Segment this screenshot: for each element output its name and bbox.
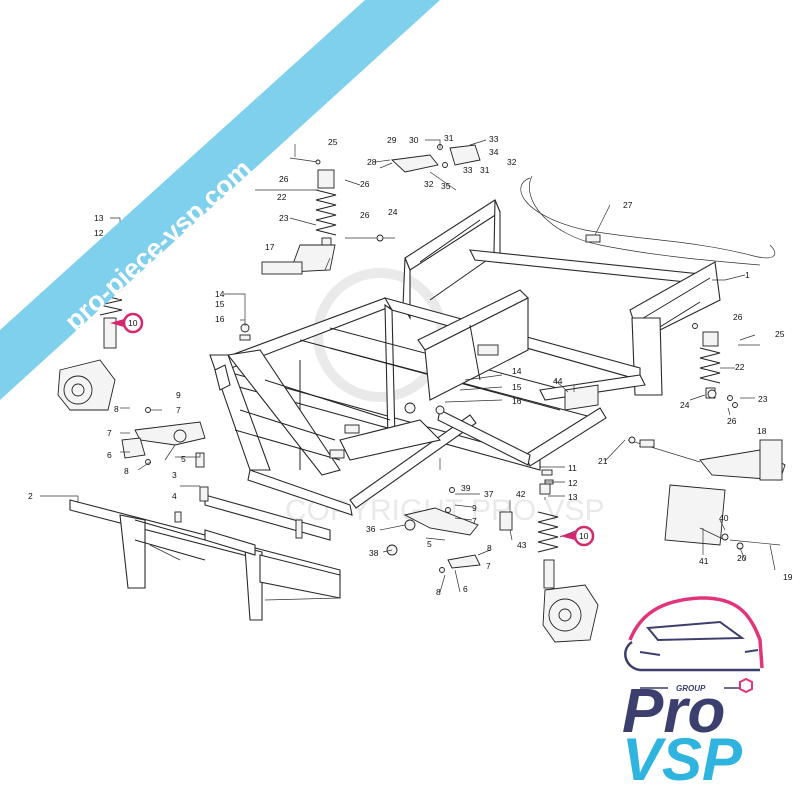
callout-11-right: 11 — [568, 463, 577, 473]
callout-35: 35 — [441, 181, 451, 191]
callout-5-left: 5 — [181, 454, 186, 464]
callout-23-left: 23 — [279, 213, 289, 223]
callout-22-right: 22 — [735, 362, 745, 372]
callout-37: 37 — [484, 489, 494, 499]
callout-25-left: 25 — [328, 137, 338, 147]
front-crossmember — [69, 499, 341, 621]
callout-8-left: 8 — [114, 404, 119, 414]
callout-4: 4 — [172, 491, 177, 501]
callout-14-left: 14 — [215, 289, 225, 299]
callout-13-left: 13 — [94, 213, 104, 223]
callout-24-left: 24 — [388, 207, 398, 217]
front-right-hub-shock — [537, 483, 599, 643]
callout-22-left: 22 — [277, 192, 287, 202]
callout-17: 17 — [265, 242, 275, 252]
callout-8-bottom: 8 — [436, 587, 441, 597]
highlight-10-left: 10 — [110, 312, 144, 334]
callout-26-a: 26 — [279, 174, 289, 184]
copyright-watermark: COPYRIGHT PRO VSP — [285, 268, 605, 527]
callout-32-right: 32 — [507, 157, 517, 167]
callout-25-right: 25 — [775, 329, 785, 339]
callout-16-left: 16 — [215, 314, 225, 324]
callout-7-low: 7 — [486, 561, 491, 571]
callout-44: 44 — [553, 376, 563, 386]
pro-vsp-logo: GROUP Pro VSP — [622, 596, 764, 793]
callout-41: 41 — [699, 556, 709, 566]
callout-6-left: 6 — [107, 450, 112, 460]
highlight-10-right: 10 — [560, 525, 595, 547]
callout-5-right: 5 — [427, 539, 432, 549]
upper-shock-absorber — [261, 157, 395, 275]
callout-3: 3 — [172, 470, 177, 480]
callout-28: 28 — [367, 157, 377, 167]
callout-24-right: 24 — [680, 400, 690, 410]
callout-9-left: 9 — [176, 390, 181, 400]
chassis-frame — [204, 199, 721, 541]
callout-8-mid: 8 — [487, 543, 492, 553]
callout-8-low: 8 — [124, 466, 129, 476]
callout-23-right: 23 — [758, 394, 768, 404]
callout-27: 27 — [623, 200, 633, 210]
callout-10-left: 10 — [128, 318, 138, 328]
rear-right-parts — [564, 384, 786, 550]
callout-26-c: 26 — [360, 210, 370, 220]
callout-29: 29 — [387, 135, 397, 145]
callout-26-d: 26 — [733, 312, 743, 322]
callout-15-left: 15 — [215, 299, 225, 309]
callout-31-top: 31 — [444, 133, 454, 143]
callout-labels: 1 2 3 4 5 5 6 6 7 7 7 7 8 8 8 8 9 9 10 1… — [28, 133, 793, 597]
logo-group-text: GROUP — [676, 684, 706, 693]
callout-13-right: 13 — [568, 492, 578, 502]
callout-26-b: 26 — [360, 179, 370, 189]
callout-32-left: 32 — [424, 179, 434, 189]
callout-19: 19 — [783, 572, 793, 582]
callout-26-e: 26 — [727, 416, 737, 426]
callout-38: 38 — [369, 548, 379, 558]
callout-33-low: 33 — [463, 165, 473, 175]
callout-6-right: 6 — [463, 584, 468, 594]
callout-12-left: 12 — [94, 228, 104, 238]
callout-36: 36 — [366, 524, 376, 534]
callout-16-right: 16 — [512, 396, 522, 406]
logo-pro-text: Pro — [622, 677, 725, 746]
callout-20: 20 — [737, 553, 747, 563]
callout-7-left: 7 — [107, 428, 112, 438]
callout-15-right: 15 — [512, 382, 522, 392]
callout-2: 2 — [28, 491, 33, 501]
rear-right-shock — [699, 331, 760, 399]
callout-34: 34 — [489, 147, 499, 157]
callout-43: 43 — [517, 540, 527, 550]
callout-31-low: 31 — [480, 165, 490, 175]
brake-cable — [520, 175, 776, 266]
logo-car-icon — [624, 596, 764, 672]
callout-12-right: 12 — [568, 478, 578, 488]
callout-10-right: 10 — [579, 531, 589, 541]
callout-1: 1 — [745, 270, 750, 280]
callout-30: 30 — [409, 135, 419, 145]
callout-42: 42 — [516, 489, 526, 499]
banner-url-text: pro-piece-vsp.com — [59, 154, 257, 337]
callout-7-top: 7 — [176, 405, 181, 415]
fasteners — [145, 323, 738, 573]
logo-vsp-text: VSP — [622, 726, 743, 793]
callout-7-mid: 7 — [472, 516, 477, 526]
callout-33-top: 33 — [489, 134, 499, 144]
callout-40: 40 — [719, 513, 729, 523]
callout-18: 18 — [757, 426, 767, 436]
callout-9-right: 9 — [472, 503, 477, 513]
callout-21: 21 — [598, 456, 608, 466]
callout-39: 39 — [461, 483, 471, 493]
callout-14-right: 14 — [512, 366, 522, 376]
front-lower-arms — [121, 421, 513, 569]
